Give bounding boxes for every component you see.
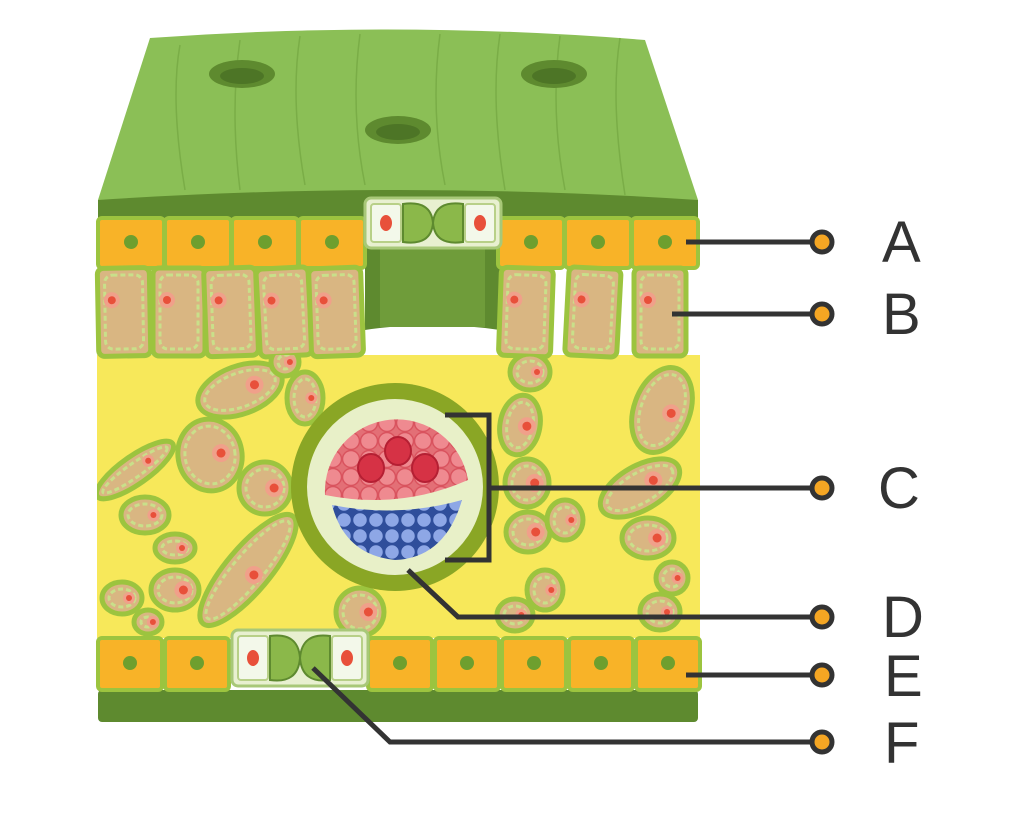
lower-stoma: [230, 628, 370, 688]
nucleus: [460, 656, 474, 670]
leader-line-d: [406, 568, 820, 620]
palisade-cell: [201, 264, 261, 360]
lower-epidermis: [96, 636, 702, 692]
leader-lines: [311, 239, 820, 745]
spongy-cell: [629, 365, 695, 455]
upper-leaf-surface: [98, 29, 698, 218]
spongy-cell: [637, 591, 683, 633]
upper-epidermis-cell: [96, 216, 166, 270]
marker-c: [809, 475, 835, 501]
surface-stoma-pores: [209, 60, 587, 144]
air-chamber-inner: [380, 245, 485, 327]
spongy-cell: [503, 509, 553, 555]
upper-epidermis-cell: [230, 216, 300, 270]
spongy-cell: [497, 392, 543, 458]
upper-epidermis-cell: [496, 216, 566, 270]
label-markers: [809, 229, 835, 755]
spongy-cell: [524, 567, 566, 613]
spongy-cell: [268, 355, 302, 379]
label-e: E: [884, 644, 923, 709]
nucleus: [393, 656, 407, 670]
spongy-cell: [236, 459, 294, 517]
nucleus: [191, 235, 205, 249]
spongy-cell: [197, 512, 299, 628]
nucleus: [123, 656, 137, 670]
guard-cell: [431, 202, 464, 244]
nucleus: [190, 656, 204, 670]
palisade-layer: [94, 264, 689, 360]
palisade-cell: [253, 264, 315, 360]
vascular-bundle: [291, 383, 499, 591]
spongy-cell: [502, 456, 552, 510]
marker-e: [809, 662, 835, 688]
lower-epidermis-cell: [567, 636, 635, 692]
upper-epidermis-cell: [163, 216, 233, 270]
spongy-cell: [97, 438, 177, 502]
nucleus: [258, 235, 272, 249]
guard-cell: [298, 634, 331, 682]
spongy-mesophyll-cells: [97, 355, 695, 638]
upper-stoma: [363, 196, 503, 250]
spongy-cell: [544, 497, 586, 543]
label-f: F: [884, 711, 919, 776]
lower-cuticle: [98, 690, 698, 722]
marker-b: [809, 301, 835, 327]
nucleus: [594, 656, 608, 670]
spongy-cell: [131, 607, 165, 637]
upper-epidermis-cell: [563, 216, 633, 270]
spongy-cell: [619, 515, 677, 561]
label-d: D: [882, 585, 924, 650]
palisade-cell: [496, 264, 556, 360]
spongy-cell: [653, 559, 691, 597]
spongy-cell: [195, 360, 285, 420]
palisade-cell: [150, 265, 208, 359]
lower-epidermis-cell: [500, 636, 568, 692]
nucleus: [527, 656, 541, 670]
marker-a: [809, 229, 835, 255]
nucleus: [658, 235, 672, 249]
label-c: C: [878, 456, 920, 521]
spongy-cell: [118, 494, 172, 536]
guard-cell: [402, 202, 435, 244]
phloem: [332, 500, 462, 560]
nucleus: [325, 235, 339, 249]
upper-epidermis-cell: [297, 216, 367, 270]
lower-epidermis-cell: [163, 636, 231, 692]
spongy-cell: [148, 567, 202, 613]
spongy-cell: [507, 355, 553, 393]
surface-vein-lines: [175, 33, 626, 196]
guard-cell: [269, 634, 302, 682]
nucleus: [661, 656, 675, 670]
lower-epidermis-cell: [634, 636, 702, 692]
lower-epidermis-cell: [96, 636, 164, 692]
cuticle-top: [98, 29, 698, 201]
leader-line-f: [311, 666, 820, 745]
label-b: B: [882, 282, 921, 347]
palisade-cell: [94, 265, 154, 359]
palisade-cell: [562, 264, 624, 360]
nucleus: [591, 235, 605, 249]
lower-epidermis-cell: [433, 636, 501, 692]
palisade-cell: [306, 264, 366, 360]
spongy-cell: [99, 579, 145, 617]
nucleus: [524, 235, 538, 249]
spongy-cell: [175, 416, 245, 494]
xylem-vessels: [357, 436, 439, 483]
spongy-cell: [152, 531, 198, 565]
lower-epidermis-cell: [366, 636, 434, 692]
marker-d: [809, 604, 835, 630]
nucleus: [124, 235, 138, 249]
palisade-cell: [631, 265, 689, 359]
label-a: A: [882, 210, 921, 275]
marker-f: [809, 729, 835, 755]
spongy-cell: [284, 369, 326, 427]
